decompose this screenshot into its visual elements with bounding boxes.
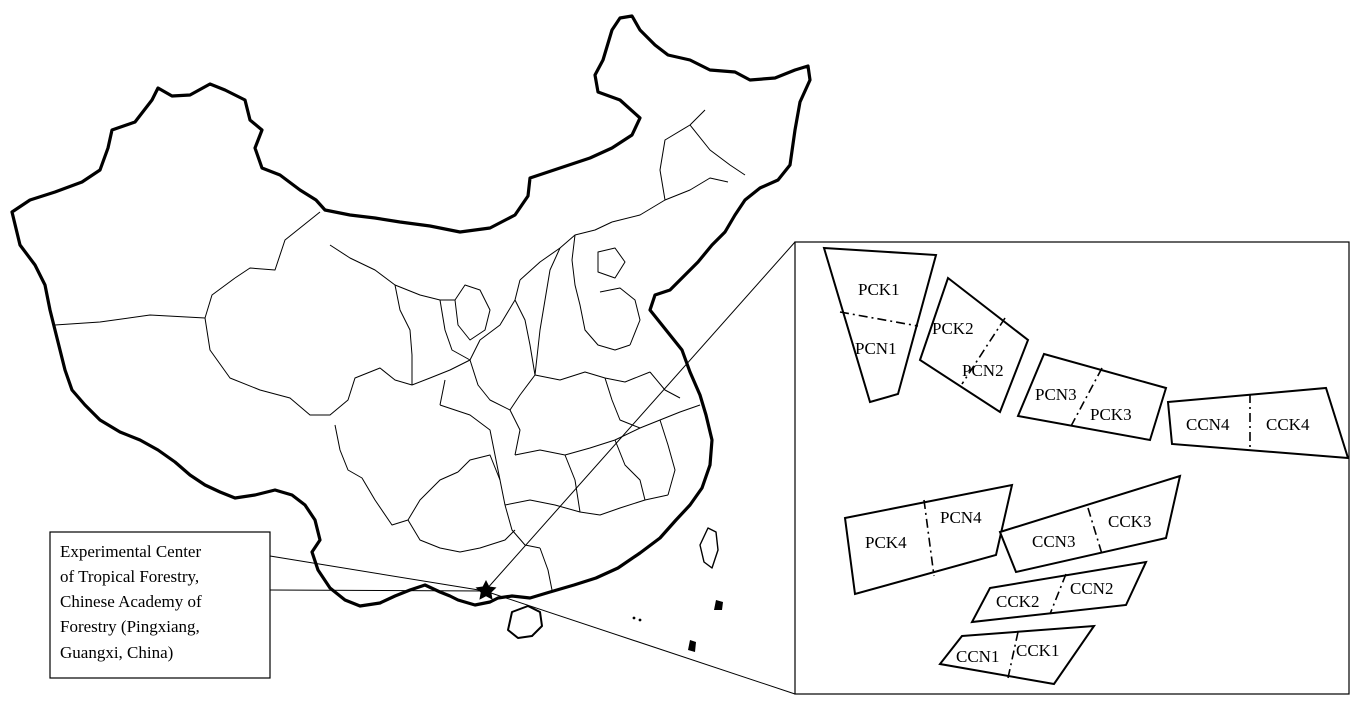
island-mark <box>638 618 642 622</box>
callout-leader-top <box>269 555 486 592</box>
plot-label-ccn3: CCN3 <box>1032 532 1075 551</box>
plot-7: CCK2 CCN2 <box>970 560 1148 624</box>
plot-1-boundary <box>822 246 938 404</box>
island-mark <box>632 616 636 620</box>
plot-label-cck1: CCK1 <box>1016 641 1059 660</box>
callout-line-2: of Tropical Forestry, <box>60 567 199 586</box>
plot-2-boundary <box>918 276 1030 414</box>
callout-line-3: Chinese Academy of <box>60 592 202 611</box>
callout-line-4: Forestry (Pingxiang, <box>60 617 200 636</box>
island-mark <box>714 600 723 610</box>
plot-6: CCN3 CCK3 <box>998 474 1182 574</box>
callout-line-1: Experimental Center <box>60 542 201 561</box>
plot-5: PCK4 PCN4 <box>843 483 1014 596</box>
inset-leader-top <box>484 241 796 592</box>
plot-3: PCN3 PCK3 <box>1016 352 1168 442</box>
province-boundaries <box>54 109 746 591</box>
plot-label-pck3: PCK3 <box>1090 405 1132 424</box>
plot-label-ccn1: CCN1 <box>956 647 999 666</box>
location-callout: Experimental Center of Tropical Forestry… <box>49 531 271 679</box>
plot-label-pck4: PCK4 <box>865 533 907 552</box>
plot-label-ccn4: CCN4 <box>1186 415 1230 434</box>
plot-label-cck3: CCK3 <box>1108 512 1151 531</box>
plot-6-divider <box>1087 507 1103 555</box>
plot-3-boundary <box>1016 352 1168 442</box>
plot-1-divider <box>839 311 919 327</box>
callout-leader-bottom <box>269 589 486 592</box>
plot-8-divider <box>1007 631 1019 679</box>
plot-inset: PCK1 PCN1 PCK2 PCN2 PCN3 PCK3 CCN4 CCK4 <box>794 241 1350 695</box>
plot-4-boundary <box>1166 386 1350 460</box>
leader-lines <box>269 241 796 695</box>
star-icon <box>475 580 497 600</box>
plot-label-pcn1: PCN1 <box>855 339 897 358</box>
china-map <box>10 14 812 652</box>
plot-5-divider <box>923 499 935 577</box>
plot-8: CCN1 CCK1 <box>938 624 1097 686</box>
plot-6-boundary <box>998 474 1182 574</box>
plot-2-divider <box>961 317 1006 385</box>
plot-label-cck2: CCK2 <box>996 592 1039 611</box>
plot-7-divider <box>1049 573 1067 615</box>
taiwan-island <box>699 527 719 569</box>
plot-label-pcn3: PCN3 <box>1035 385 1077 404</box>
hainan-island <box>507 605 543 639</box>
china-outline <box>10 14 812 608</box>
callout-line-5: Guangxi, China) <box>60 643 173 662</box>
plot-1: PCK1 PCN1 <box>822 246 938 404</box>
plot-3-divider <box>1069 367 1103 429</box>
plot-2: PCK2 PCN2 <box>918 276 1030 414</box>
plot-label-pck1: PCK1 <box>858 280 900 299</box>
plot-8-boundary <box>938 624 1097 686</box>
plot-4: CCN4 CCK4 <box>1166 386 1350 460</box>
plot-label-pck2: PCK2 <box>932 319 974 338</box>
plot-label-cck4: CCK4 <box>1266 415 1310 434</box>
callout-box <box>49 531 271 679</box>
plot-label-ccn2: CCN2 <box>1070 579 1113 598</box>
plot-label-pcn2: PCN2 <box>962 361 1004 380</box>
inset-leader-bottom <box>484 590 796 695</box>
island-mark <box>688 640 696 652</box>
plot-label-pcn4: PCN4 <box>940 508 982 527</box>
